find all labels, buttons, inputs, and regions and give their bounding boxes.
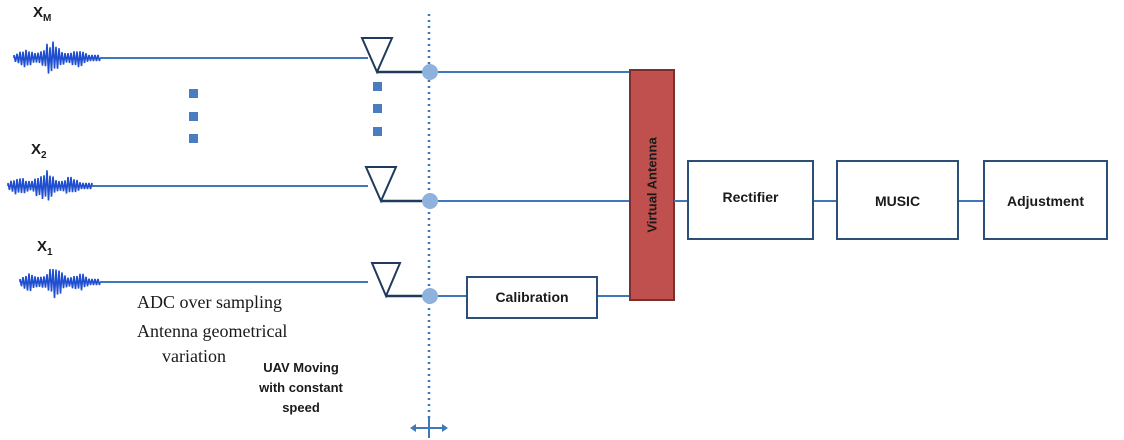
signal-label-x2-main: X	[31, 141, 42, 158]
signal-label-xm: XM	[33, 4, 51, 24]
adjustment-label: Adjustment	[1007, 193, 1084, 209]
uav-moving-label: UAV Moving with constant speed	[259, 360, 343, 415]
antenna-m	[360, 37, 430, 75]
signal-label-x2: X2	[31, 141, 47, 161]
signal-label-xm-sub: M	[43, 13, 52, 24]
waveform-xm	[13, 41, 101, 74]
ellipsis-left	[189, 89, 198, 143]
junction-dot-1	[422, 288, 438, 304]
antenna-1	[370, 262, 430, 299]
waveform-x2	[7, 170, 93, 201]
rectifier-label: Rectifier	[722, 189, 779, 205]
calibration-block	[466, 276, 598, 319]
calibration-label: Calibration	[495, 289, 569, 305]
antenna-2	[364, 166, 430, 204]
adc-label: ADC over sampling	[137, 292, 282, 312]
antenna-variation-label-line2: variation	[162, 346, 226, 366]
signal-label-x1: X1	[37, 238, 53, 258]
signal-label-xm-main: X	[33, 4, 44, 21]
rectifier-block	[687, 160, 814, 240]
adjustment-block	[983, 160, 1108, 240]
signal-label-x1-sub: 1	[47, 247, 53, 258]
music-label: MUSIC	[874, 193, 921, 209]
virtual-antenna-block	[629, 69, 675, 301]
antenna-variation-label-line1: Antenna geometrical	[137, 321, 288, 341]
junction-dot-m	[422, 64, 438, 80]
signal-label-x2-sub: 2	[41, 150, 47, 161]
junction-dot-2	[422, 193, 438, 209]
waveform-x1	[19, 268, 101, 299]
virtual-antenna-label: Virtual Antenna	[644, 137, 660, 233]
motion-arrows-icon	[410, 418, 448, 438]
signal-label-x1-main: X	[37, 238, 48, 255]
music-block	[836, 160, 959, 240]
ellipsis-antennas	[373, 82, 382, 136]
